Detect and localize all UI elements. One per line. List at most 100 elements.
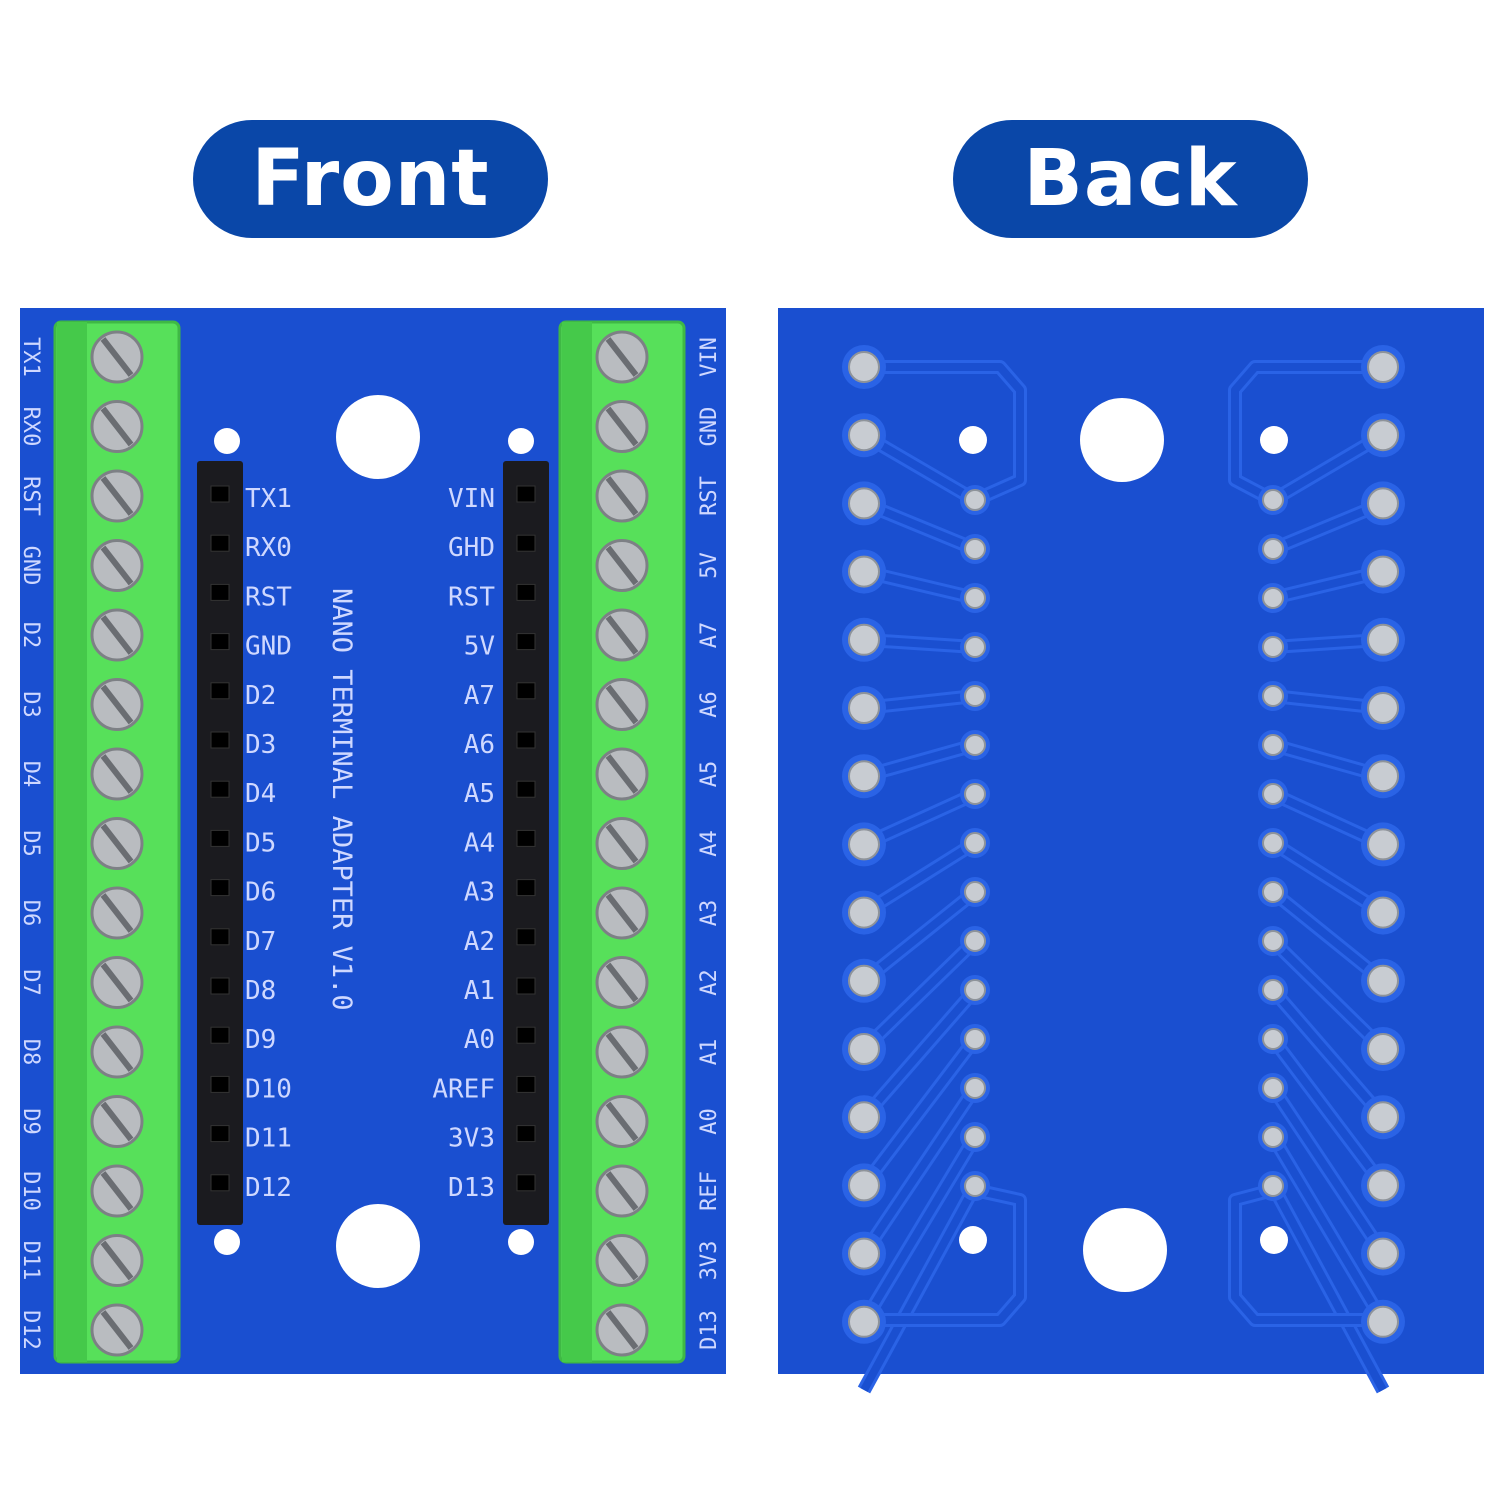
pin-label-right: A1 [464, 976, 495, 1006]
pin-label-right: 5V [464, 632, 495, 662]
edge-label-right: D13 [697, 1310, 722, 1350]
solder-joint [1262, 979, 1284, 1001]
solder-joint [964, 587, 986, 609]
pcb-trace-inner [1270, 888, 1386, 984]
solder-joint [848, 828, 880, 861]
screw-slot [605, 1101, 639, 1142]
header-socket [516, 879, 536, 897]
screw-slot [100, 1240, 134, 1281]
header-socket [516, 1174, 536, 1192]
solder-joint [964, 489, 986, 511]
screw-slot [605, 337, 639, 377]
pin-label-right: A4 [464, 828, 495, 858]
screw-slot [605, 1240, 639, 1281]
header-socket [516, 1125, 536, 1143]
solder-joint [964, 979, 986, 1001]
screw-slot [100, 1171, 134, 1211]
solder-joint [964, 734, 986, 756]
solder-joint [1262, 930, 1284, 952]
screw-slot [605, 545, 639, 586]
solder-joint [848, 896, 880, 929]
solder-joint [1367, 896, 1399, 929]
pcb-trace-inner [864, 363, 1024, 504]
small-hole [959, 426, 987, 454]
solder-joint [848, 1101, 880, 1134]
right-terminal-block [558, 320, 686, 1364]
mounting-hole [336, 395, 420, 479]
solder-joint [1367, 351, 1399, 383]
screw-slot [100, 615, 134, 655]
solder-joint [964, 1077, 986, 1099]
edge-label-left: D8 [18, 1039, 43, 1066]
solder-joint [848, 623, 880, 656]
edge-label-left: RX0 [18, 407, 43, 447]
edge-label-right: 5V [697, 552, 722, 579]
pin-label-right: 3V3 [448, 1124, 495, 1154]
edge-label-right: VIN [697, 337, 722, 377]
edge-label-left: D9 [18, 1108, 43, 1135]
solder-joint [848, 351, 880, 383]
solder-joint [1367, 487, 1399, 520]
solder-joint [1367, 419, 1399, 452]
solder-joint [964, 930, 986, 952]
mounting-hole [1083, 1208, 1167, 1292]
edge-label-left: D5 [18, 830, 43, 857]
pcb-trace-inner [860, 987, 979, 1120]
solder-joint [1262, 832, 1284, 854]
small-hole [959, 1226, 987, 1254]
small-hole [1260, 426, 1288, 454]
header-socket [210, 534, 230, 552]
header-socket [516, 682, 536, 700]
left-pin-header [197, 461, 243, 1225]
edge-label-left: D12 [18, 1310, 43, 1350]
left-terminal-block [53, 320, 181, 1364]
solder-joint [964, 685, 986, 707]
edge-label-left: TX1 [18, 337, 43, 377]
pcb-trace-inner [1269, 987, 1387, 1120]
pin-label-left: D6 [245, 878, 276, 908]
solder-joint [1367, 692, 1399, 724]
pin-label-left: D11 [245, 1124, 292, 1154]
header-socket [210, 977, 230, 995]
solder-joint [1262, 783, 1284, 805]
pin-label-right: A6 [464, 730, 495, 760]
edge-label-left: D2 [18, 622, 43, 649]
pin-label-left: TX1 [245, 484, 292, 514]
header-socket [210, 633, 230, 651]
header-socket [210, 1125, 230, 1143]
pin-label-left: RST [245, 582, 292, 612]
solder-joint [848, 555, 880, 588]
solder-joint [964, 832, 986, 854]
edge-label-left: D6 [18, 900, 43, 927]
pcb-trace-inner [1269, 1184, 1387, 1392]
board-title: NANO TERMINAL ADAPTER V1.0 [326, 588, 357, 1011]
solder-joint [1367, 828, 1399, 861]
solder-joint [848, 1169, 880, 1202]
header-socket [516, 1075, 536, 1093]
edge-label-right: 3V3 [697, 1241, 722, 1281]
front-label: Front [193, 120, 548, 238]
small-hole [214, 428, 240, 454]
pcb-trace-inner [860, 1085, 979, 1256]
edge-label-right: RST [697, 476, 722, 516]
pcb-trace-inner [860, 1184, 979, 1392]
pin-label-left: D10 [245, 1074, 292, 1104]
solder-joint [1262, 1175, 1284, 1197]
pcb-trace-inner [1231, 1186, 1383, 1324]
solder-joint [848, 760, 880, 793]
solder-joint [1262, 685, 1284, 707]
screw-slot [605, 476, 639, 516]
solder-joint [964, 1028, 986, 1050]
header-socket [210, 1174, 230, 1192]
terminal-block-edge [562, 322, 592, 1362]
solder-joint [1262, 587, 1284, 609]
solder-joint [1262, 1126, 1284, 1148]
pcb-trace-inner [1269, 1085, 1387, 1256]
pcb-trace-inner [860, 1036, 979, 1188]
edge-label-right: A7 [697, 622, 722, 649]
solder-joint [1367, 1033, 1399, 1065]
screw-slot [605, 754, 639, 794]
screw-slot [605, 1032, 639, 1072]
solder-joint [964, 1175, 986, 1197]
